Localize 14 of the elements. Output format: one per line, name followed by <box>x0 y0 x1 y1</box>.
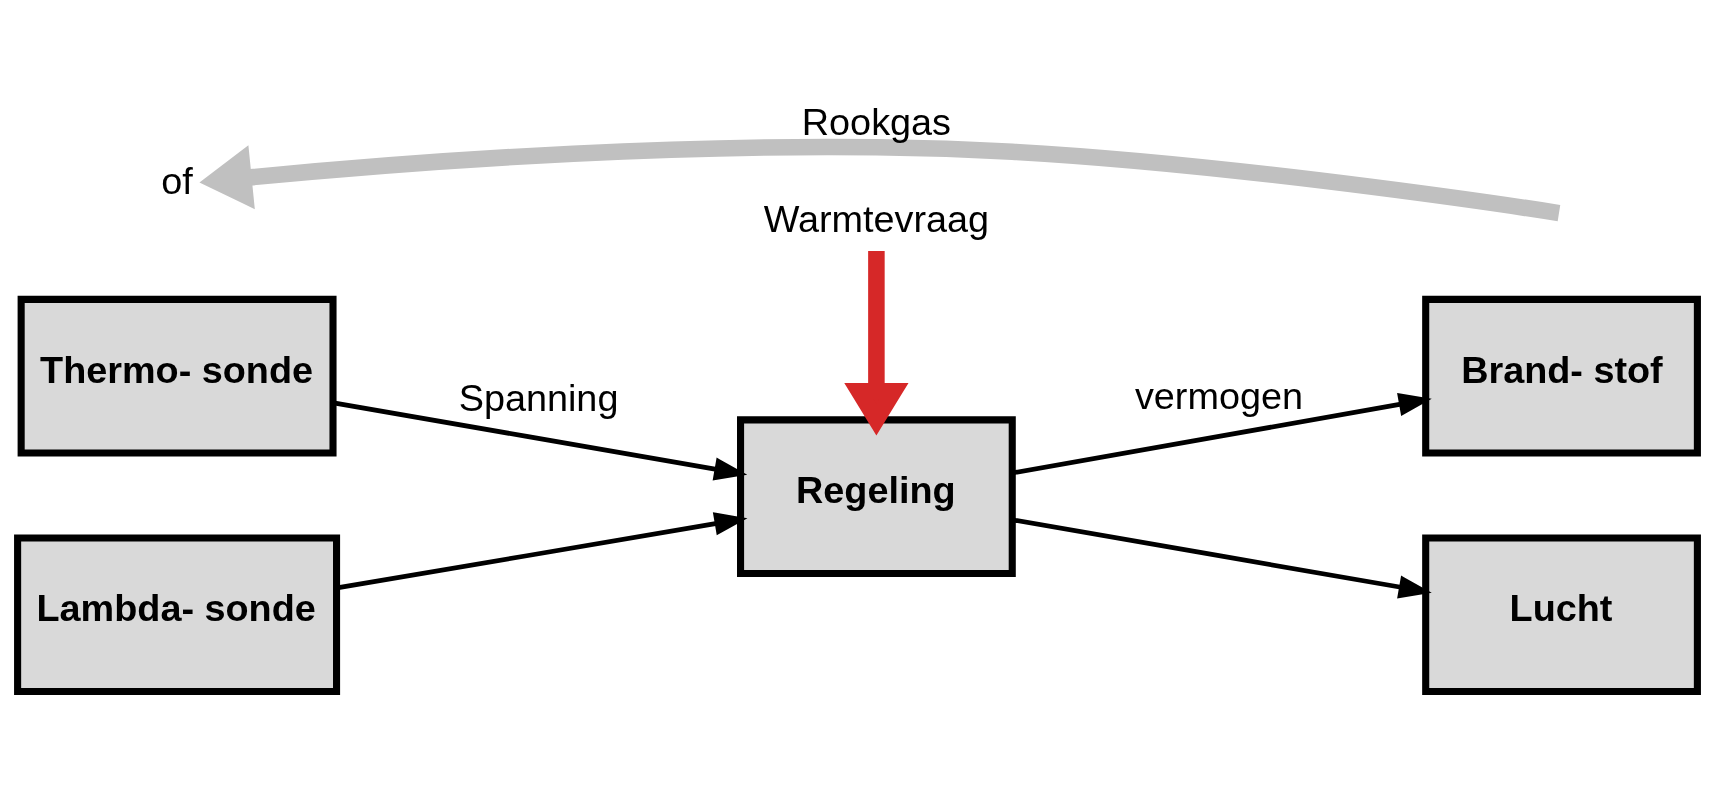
arrow <box>844 251 909 436</box>
node-box: Thermo- sonde <box>17 295 337 457</box>
edge-label: Spanning <box>458 377 619 420</box>
edge-label: Rookgas <box>801 100 951 143</box>
edge-label: vermogen <box>1134 374 1304 417</box>
node-box: Brand- stof <box>1422 295 1701 457</box>
node-text: Warmtevraag <box>763 197 990 240</box>
node-box: Regeling <box>737 416 1016 577</box>
node-text: of <box>161 159 193 202</box>
node-box: Lambda- sonde <box>14 534 341 696</box>
arrow <box>1012 517 1432 599</box>
arrow <box>333 400 748 481</box>
arrow <box>199 138 1561 222</box>
node-box: Lucht <box>1422 534 1701 696</box>
